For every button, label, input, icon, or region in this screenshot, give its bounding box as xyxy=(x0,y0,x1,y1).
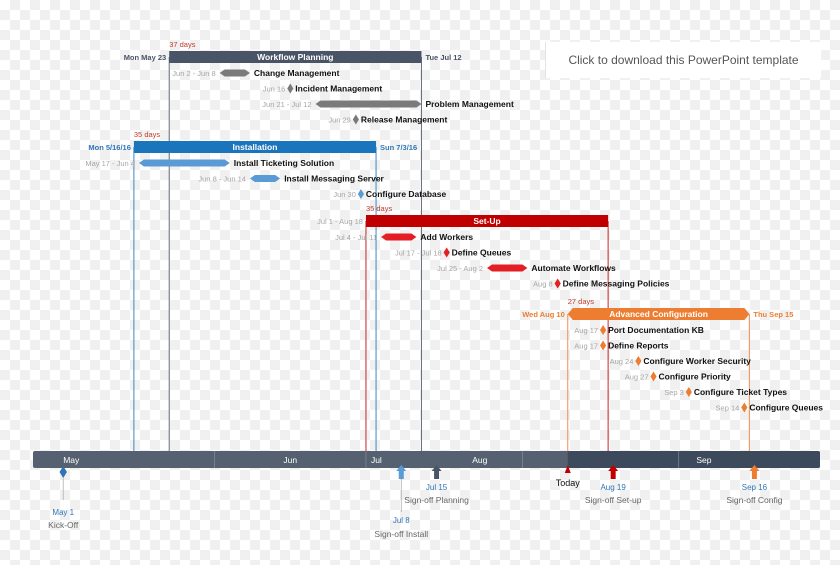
task-label: Release Management xyxy=(361,115,448,125)
group-bar-label: Installation xyxy=(233,142,278,152)
signoff-arrow-icon xyxy=(608,465,619,479)
kickoff-milestone-icon xyxy=(59,466,67,478)
signoff-arrow-icon xyxy=(749,465,760,479)
task-date-label: May 17 - Jun 4 xyxy=(85,159,135,168)
task-date-label: Jul 25 - Aug 2 xyxy=(437,264,483,273)
group-bar-label: Advanced Configuration xyxy=(609,309,708,319)
task-bar xyxy=(381,233,417,241)
task-date-label: Jun 30 xyxy=(333,190,356,199)
task-label: Port Documentation KB xyxy=(608,325,704,335)
signoff-arrow-icon xyxy=(431,465,442,479)
group-start-label: Mon May 23 xyxy=(124,53,167,62)
timeline-milestone-label: Sign-off Planning xyxy=(404,495,469,505)
group-duration-label: 37 days xyxy=(169,40,196,49)
task-bar xyxy=(219,69,250,77)
task-label: Define Queues xyxy=(452,248,512,258)
timeline-milestone-date: Jul 8 xyxy=(393,516,410,525)
month-label: Sep xyxy=(696,455,711,465)
task-date-label: Jun 8 - Jun 14 xyxy=(198,175,246,184)
timeline-milestone-label: Sign-off Install xyxy=(374,529,428,539)
group-bar xyxy=(567,308,750,320)
task-milestone xyxy=(741,402,748,413)
task-date-label: Jun 21 - Jul 12 xyxy=(262,100,311,109)
group-bar-label: Workflow Planning xyxy=(257,52,333,62)
task-date-label: Aug 17 xyxy=(574,326,598,335)
today-label: Today xyxy=(556,478,581,488)
group-bar xyxy=(133,141,377,153)
task-date-label: Aug 27 xyxy=(625,373,649,382)
task-label: Add Workers xyxy=(420,232,473,242)
group-duration-label: 27 days xyxy=(568,297,595,306)
task-bar xyxy=(138,159,230,167)
group-end-label: Sun 7/3/16 xyxy=(380,143,417,152)
task-bar xyxy=(487,264,528,272)
task-label: Configure Queues xyxy=(749,403,823,413)
task-milestone xyxy=(599,340,607,351)
task-date-label: Jun 16 xyxy=(263,85,286,94)
task-milestone xyxy=(599,325,607,335)
group-end-label: Thu Sep 15 xyxy=(753,310,793,319)
month-label: May xyxy=(63,455,80,465)
task-milestone xyxy=(650,371,657,382)
timeline-milestone-label: Kick-Off xyxy=(48,520,79,530)
timeline-milestone-date: Jul 15 xyxy=(426,483,448,492)
task-milestone xyxy=(635,356,642,366)
task-milestone xyxy=(287,83,294,94)
task-label: Configure Priority xyxy=(659,372,732,382)
timeline-milestone-label: Sign-off Set-up xyxy=(585,495,642,505)
task-date-label: Sep 3 xyxy=(664,388,684,397)
group-end-label: Tue Jul 12 xyxy=(425,53,461,62)
group-bar-label: Set-Up xyxy=(473,216,500,226)
task-date-label: Jul 17 - Jul 18 xyxy=(395,249,442,258)
today-marker-icon xyxy=(564,465,571,473)
group-duration-label: 35 days xyxy=(134,130,161,139)
timeline-milestone-label: Sign-off Config xyxy=(726,495,782,505)
task-milestone xyxy=(352,114,359,125)
task-bar xyxy=(315,100,422,108)
month-label: Jul xyxy=(371,455,382,465)
task-label: Configure Ticket Types xyxy=(694,387,787,397)
timeline-future-segment xyxy=(567,451,820,468)
task-label: Automate Workflows xyxy=(531,263,616,273)
group-bar xyxy=(365,215,609,227)
task-label: Install Ticketing Solution xyxy=(234,158,334,168)
signoff-arrow-icon xyxy=(396,465,407,479)
task-date-label: Aug 8 xyxy=(533,280,553,289)
task-label: Incident Management xyxy=(295,84,382,94)
task-label: Configure Worker Security xyxy=(643,356,751,366)
group-duration-label: 35 days xyxy=(366,204,393,213)
timeline-milestone-date: Aug 19 xyxy=(600,483,626,492)
timeline-milestone-date: May 1 xyxy=(52,508,74,517)
task-label: Configure Database xyxy=(366,189,447,199)
task-milestone xyxy=(443,247,450,258)
task-label: Install Messaging Server xyxy=(284,174,384,184)
task-date-label: Sep 14 xyxy=(716,404,740,413)
task-milestone xyxy=(554,278,561,289)
timeline-milestone-date: Sep 16 xyxy=(742,483,768,492)
month-label: Aug xyxy=(472,455,487,465)
task-label: Change Management xyxy=(254,68,340,78)
task-date-label: Jun 29 xyxy=(328,116,351,125)
group-start-label: Wed Aug 10 xyxy=(522,310,565,319)
task-label: Problem Management xyxy=(425,99,513,109)
group-bar xyxy=(169,51,422,63)
task-date-label: Aug 24 xyxy=(610,357,634,366)
task-milestone xyxy=(357,189,365,199)
task-bar xyxy=(249,175,281,182)
download-template-button[interactable]: Click to download this PowerPoint templa… xyxy=(545,42,821,78)
task-label: Define Reports xyxy=(608,341,669,351)
group-range-label: Jul 1 - Aug 18 xyxy=(317,217,363,226)
task-label: Define Messaging Policies xyxy=(563,279,670,289)
task-milestone xyxy=(685,387,692,397)
task-date-label: Jul 4 - Jul 11 xyxy=(335,233,377,242)
month-label: Jun xyxy=(283,455,297,465)
task-date-label: Aug 17 xyxy=(574,342,598,351)
group-start-label: Mon 5/16/16 xyxy=(88,143,131,152)
task-date-label: Jun 2 - Jun 8 xyxy=(172,69,215,78)
